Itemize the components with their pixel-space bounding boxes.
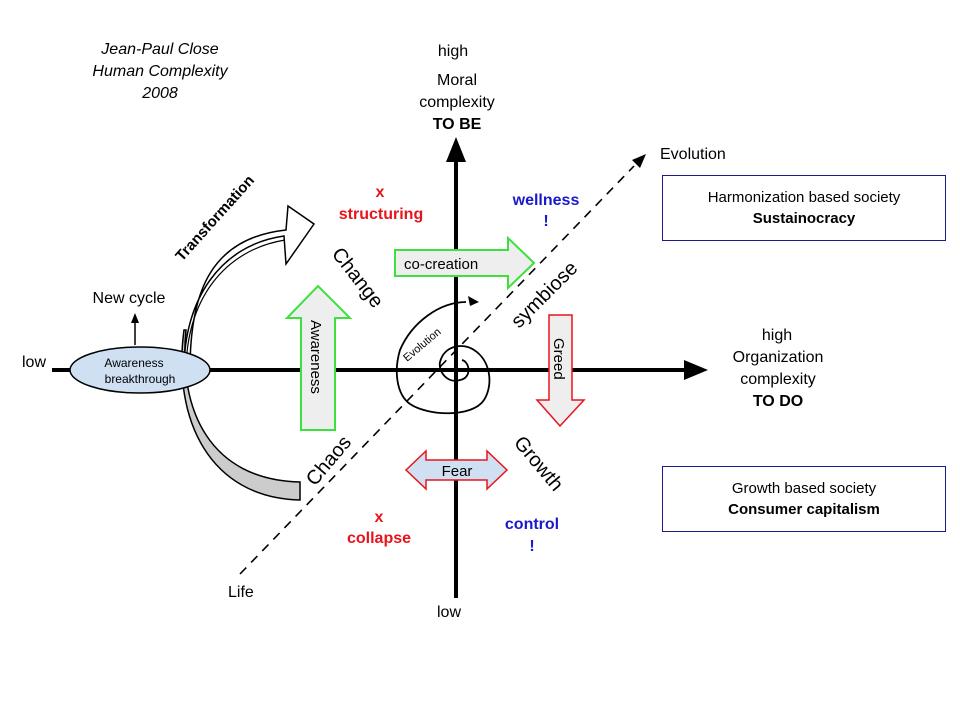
evolution-spiral-arrowhead [468,296,479,306]
vertical-axis-emphasis: TO BE [433,116,482,133]
growth-society-name: Consumer capitalism [728,501,880,518]
diagonal-axis-arrowhead [632,154,646,168]
greed-label: Greed [550,338,567,380]
horizontal-axis-low-label: low [22,354,46,371]
chaos-arc [181,329,301,501]
wellness-label: wellness [512,192,580,209]
awareness-breakthrough-ellipse [69,346,211,394]
transformation-arrow [183,204,316,371]
greed-arrow [535,314,586,428]
wellness-mark: ! [543,213,548,230]
harmonization-society-box: Harmonization based society Sustainocrac… [662,175,946,241]
spiral-label: Evolution [401,326,443,364]
fear-label: Fear [442,463,473,480]
harmonization-society-title: Harmonization based society [707,189,901,206]
author-title: Human Complexity [92,63,228,80]
horizontal-axis-name-line2: complexity [740,371,816,388]
awareness-arrow-label: Awareness [307,320,324,394]
collapse-mark: x [375,509,384,526]
diagonal-axis-line [239,165,635,575]
control-label: control [505,516,559,533]
diagonal-start-label: Life [228,584,254,601]
new-cycle-arrowhead [131,313,139,323]
growth-label: Growth [509,432,567,496]
collapse-label: collapse [347,530,411,547]
horizontal-axis-name-line1: Organization [733,349,824,366]
transformation-label: Transformation [172,172,258,265]
co-creation-label: co-creation [404,256,478,273]
vertical-axis-arrowhead [446,137,466,162]
diagonal-end-label: Evolution [660,146,726,163]
awareness-arrow [284,284,353,431]
change-label: Change [327,244,387,313]
growth-society-box: Growth based society Consumer capitalism [662,466,946,532]
vertical-axis-name-line2: complexity [419,94,495,111]
co-creation-arrow [394,235,536,291]
horizontal-axis-arrowhead [684,360,708,380]
author-name: Jean-Paul Close [100,41,219,58]
growth-society-title: Growth based society [731,480,877,497]
horizontal-axis-emphasis: TO DO [753,393,803,410]
vertical-axis-high-label: high [438,43,468,60]
ellipse-line1: Awareness [104,356,163,370]
ellipse-line2: breakthrough [105,372,176,386]
structuring-label: structuring [339,206,423,223]
fear-arrow [404,449,509,491]
transformation-arrow-inner [185,239,286,373]
vertical-axis-name-line1: Moral [437,72,477,89]
control-mark: ! [529,538,534,555]
new-cycle-label: New cycle [93,290,166,307]
author-year: 2008 [141,85,178,102]
structuring-mark: x [376,184,385,201]
evolution-spiral [395,301,491,415]
harmonization-society-name: Sustainocracy [752,210,856,227]
vertical-axis-low-label: low [437,604,461,621]
horizontal-axis-high-label: high [762,327,792,344]
